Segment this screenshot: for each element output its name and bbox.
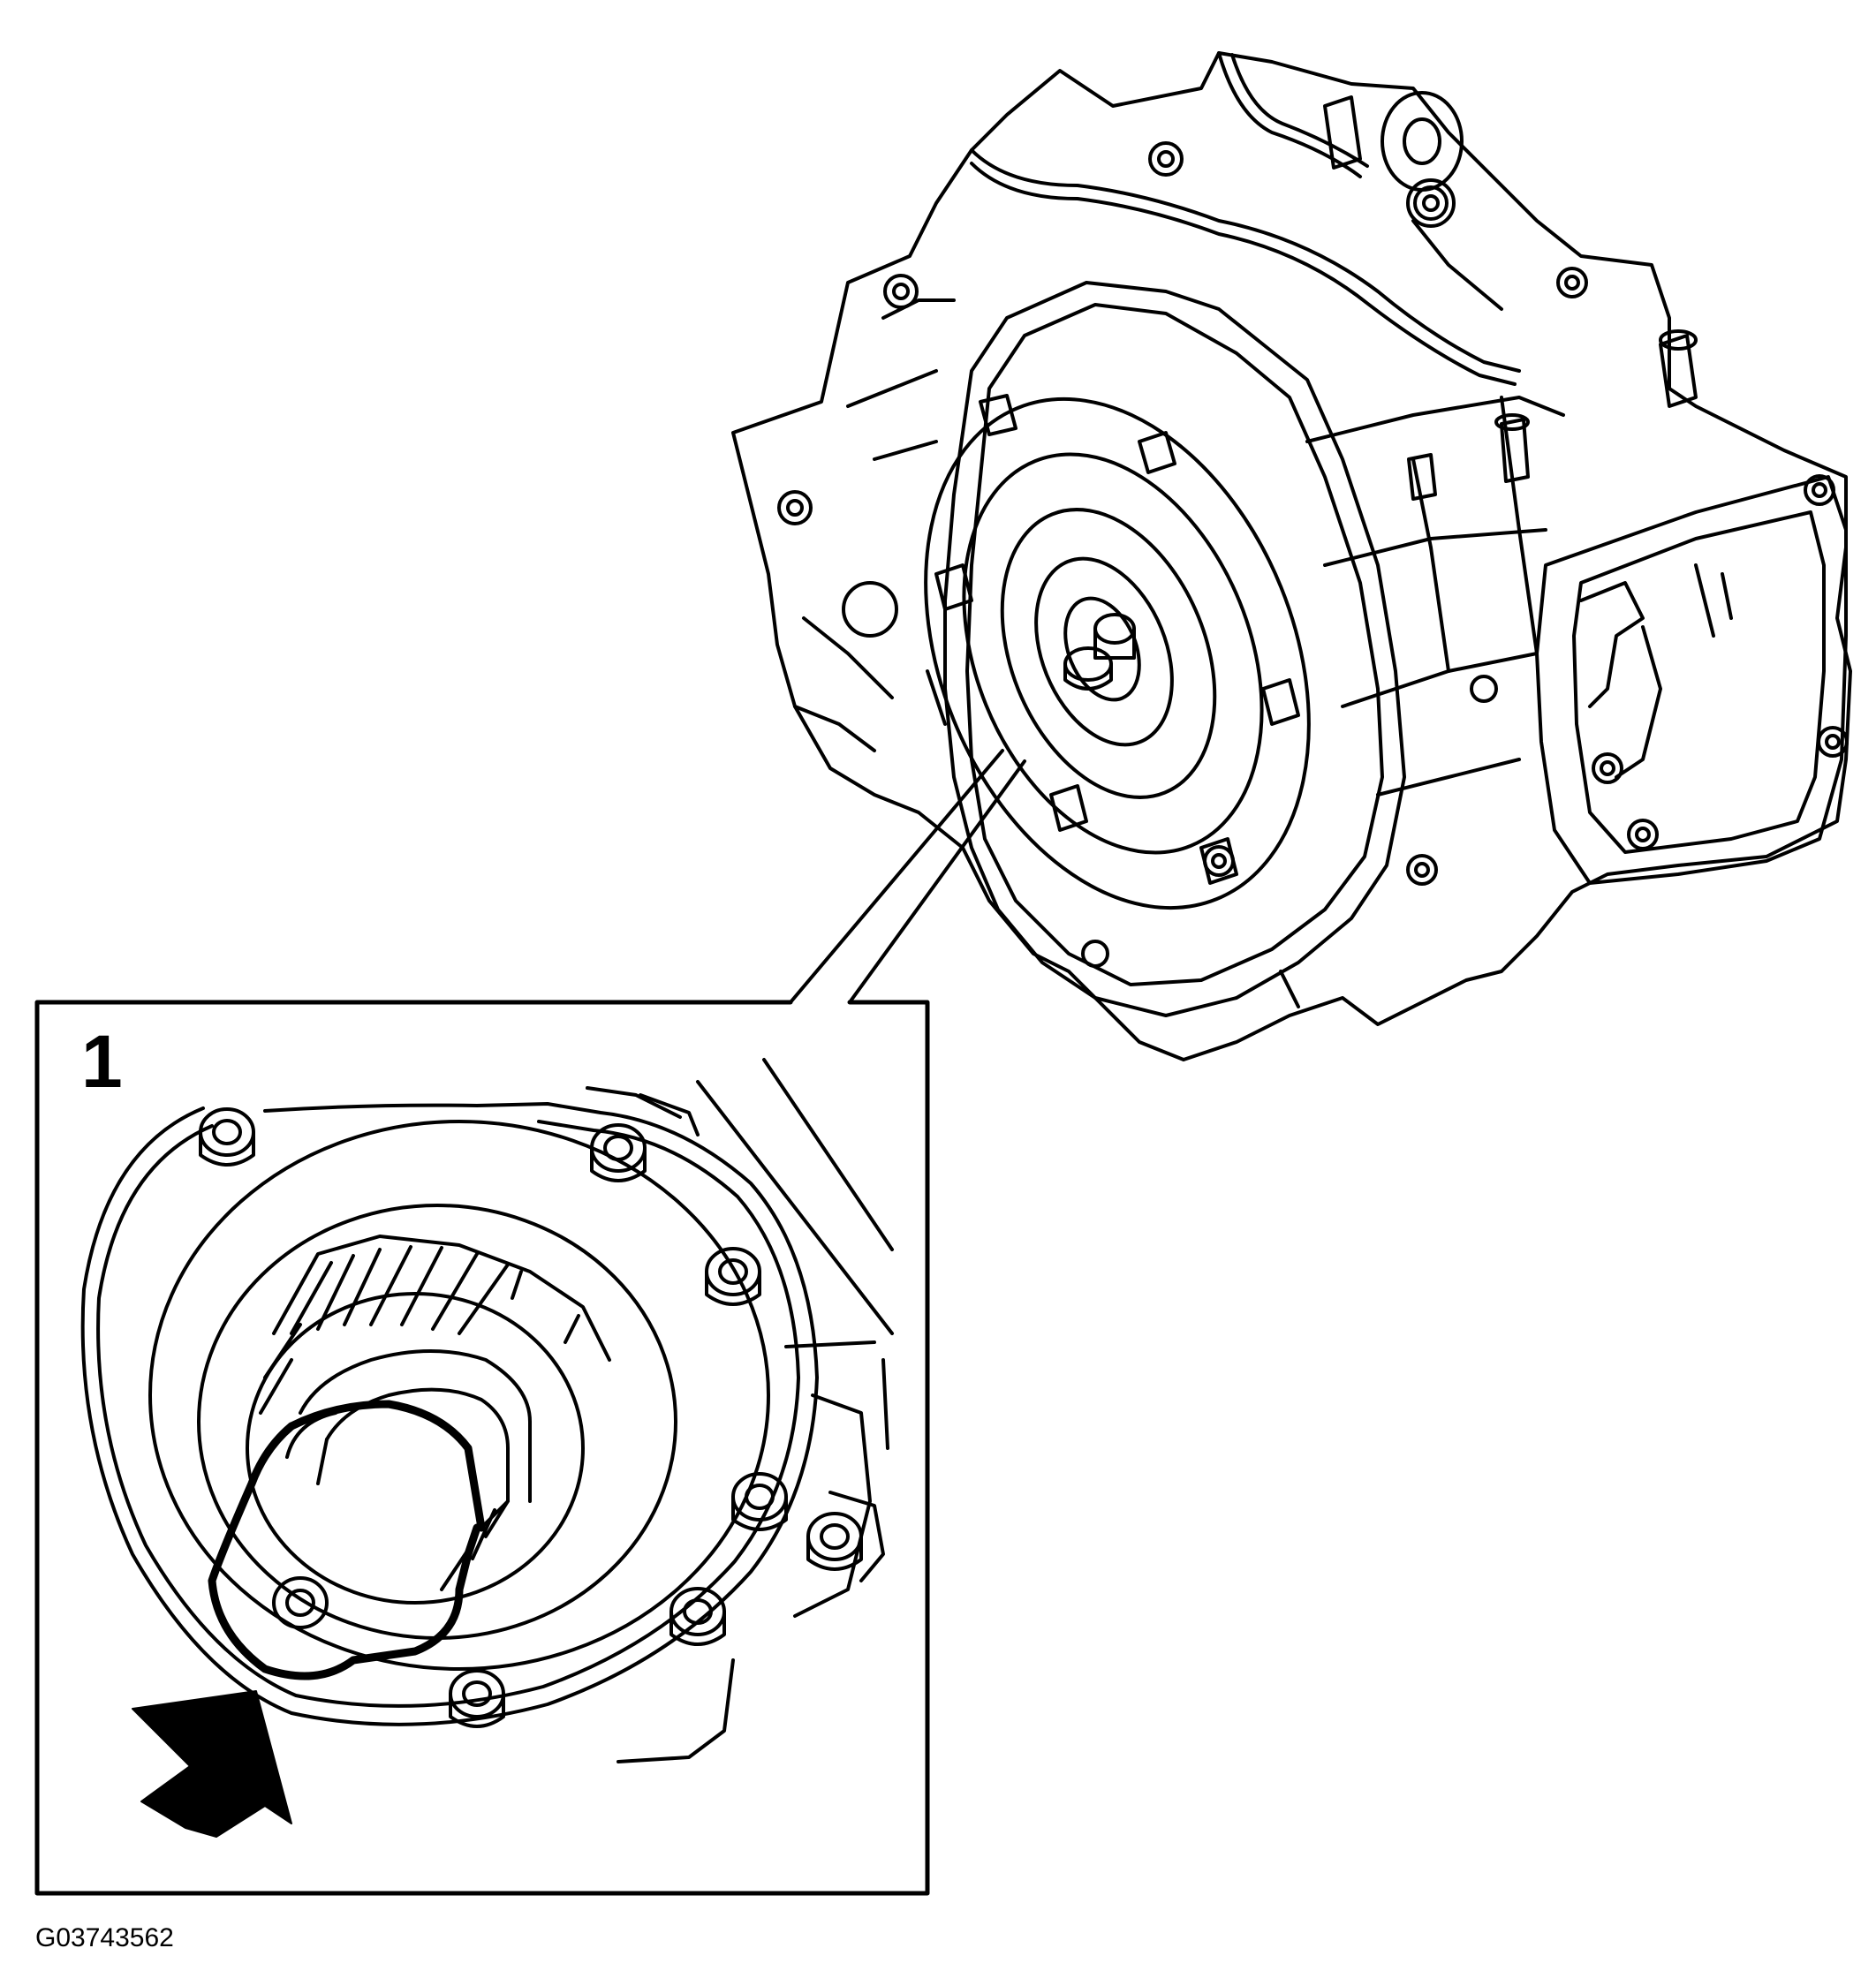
impeller-spline <box>259 1235 611 1415</box>
input-shaft-stub <box>1063 613 1136 691</box>
detail-view <box>34 1000 930 1896</box>
input-shaft <box>208 1349 532 1680</box>
leader-lines <box>789 749 1026 1004</box>
end-cover <box>1535 475 1848 885</box>
mounting-studs <box>1407 329 1698 501</box>
detail-frame <box>34 1000 930 1896</box>
pump-bolts <box>199 1107 863 1728</box>
pump-housing-outline <box>80 1102 819 1726</box>
bell-housing-flange <box>943 281 1406 1017</box>
wiring-harness <box>970 51 1521 386</box>
case-lines-detail <box>586 1058 894 1450</box>
arrow-pointer-icon <box>132 1690 292 1838</box>
transmission-housing-outline <box>731 51 1852 1061</box>
torque-converter <box>924 396 1311 910</box>
transmission-assembly <box>731 51 1852 1061</box>
figure-id: G03743562 <box>35 1923 174 1952</box>
detail-callout-number: 1 <box>81 1020 123 1103</box>
case-body-lines <box>793 219 1565 1008</box>
